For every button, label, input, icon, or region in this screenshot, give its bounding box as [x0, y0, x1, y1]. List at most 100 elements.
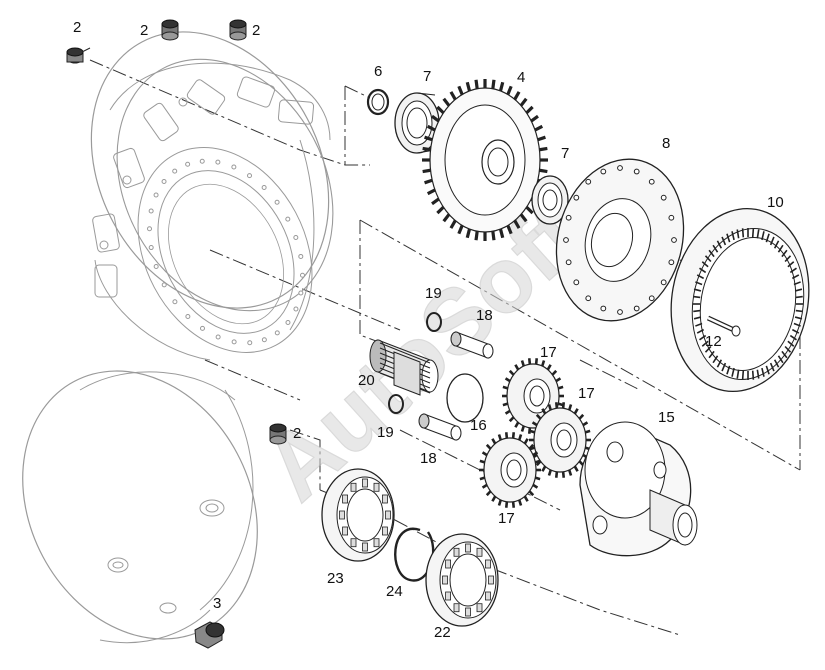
- flange-bolt-hole: [617, 165, 623, 171]
- gear-tooth: [457, 85, 464, 96]
- gear-tooth: [537, 135, 546, 142]
- planet-gear-tooth: [511, 501, 516, 508]
- ring-gear-tooth: [773, 359, 780, 368]
- housing-bolt-hole: [298, 253, 304, 259]
- gear-tooth: [491, 79, 496, 89]
- gear-tooth: [442, 97, 451, 107]
- bearing-roller: [465, 543, 471, 553]
- callout-15: 15: [658, 409, 675, 426]
- plug-2-middle: [269, 423, 287, 445]
- ring-gear-tooth: [708, 350, 715, 359]
- gear-tooth: [491, 231, 496, 241]
- gear-tooth: [525, 206, 534, 215]
- gear-tooth: [442, 213, 451, 223]
- ring-gear-tooth: [712, 244, 719, 253]
- flange-bolt-hole: [668, 214, 675, 221]
- flange-bolt-hole: [563, 237, 569, 243]
- plug-2-top-right: [229, 19, 247, 41]
- gear-tooth: [431, 197, 440, 206]
- ring-gear-tooth: [696, 274, 705, 280]
- callout-4: 4: [517, 69, 525, 86]
- flange-bolt-hole: [660, 194, 667, 201]
- gear-tooth: [436, 206, 445, 215]
- housing-bolt-hole: [185, 313, 191, 319]
- bearing-roller: [382, 526, 388, 536]
- planet-gears-17: [479, 358, 591, 508]
- housing-bolt-hole: [215, 334, 221, 340]
- housing-bolt-hole: [261, 185, 267, 191]
- flange-bolt-hole: [600, 305, 607, 312]
- sun-gear-20: [369, 339, 439, 396]
- bearing-roller: [382, 494, 388, 504]
- bearing-roller: [488, 575, 494, 585]
- ring-gear-tooth: [787, 340, 795, 347]
- ring-gear-tooth: [701, 261, 709, 268]
- bearing-roller: [453, 547, 460, 557]
- bearing-roller: [385, 510, 391, 520]
- bearing-roller: [342, 526, 348, 536]
- ring-gear-tooth: [789, 267, 797, 274]
- housing-bolt-hole: [231, 164, 237, 170]
- planet-gear-tooth: [481, 451, 488, 457]
- planet-gear-tooth: [514, 364, 520, 371]
- planet-gear-tooth: [534, 459, 541, 464]
- planet-gear-17: [479, 432, 541, 508]
- gear-tooth: [513, 91, 521, 101]
- gear-tooth: [457, 224, 464, 235]
- planet-gear-tooth: [584, 429, 591, 434]
- hub-housing: [90, 31, 334, 361]
- gear-tooth: [513, 219, 521, 229]
- housing-bolt-holes: [147, 158, 305, 346]
- planet-gear-tooth: [557, 385, 564, 390]
- flange-bolt-hole: [633, 168, 640, 175]
- pin-18-lower: [418, 413, 462, 441]
- planet-gear-17: [502, 358, 564, 434]
- snap-ring-19-lower: [388, 394, 404, 414]
- callout-20: 20: [358, 372, 375, 389]
- ring-gear-tooth: [756, 369, 760, 379]
- planet-gear-tooth: [517, 499, 523, 506]
- ring-gear-tooth: [756, 229, 760, 239]
- ring-gear-tooth: [693, 288, 702, 292]
- flange-bolt-hole: [565, 259, 572, 266]
- gear-tooth: [465, 228, 472, 239]
- planet-gear-tooth: [504, 432, 509, 439]
- planet-carrier-15: [579, 421, 698, 557]
- gear-tooth: [426, 188, 436, 196]
- gear-tooth: [426, 124, 436, 132]
- planet-gear-tooth: [502, 385, 509, 390]
- gear-tooth: [498, 228, 505, 239]
- flange-bolt-hole: [633, 305, 640, 312]
- planet-gear-tooth: [511, 432, 516, 439]
- housing-bolt-hole: [247, 173, 253, 179]
- bearing-roller: [485, 559, 491, 569]
- gear-tooth: [424, 178, 433, 185]
- ring-gear-tooth: [699, 267, 707, 274]
- gear-tooth: [474, 79, 479, 89]
- snap-ring-19-upper: [426, 312, 442, 332]
- callout-17-b: 17: [578, 385, 595, 402]
- bearing-roller: [339, 510, 345, 520]
- ring-gear-tooth: [777, 355, 784, 364]
- planet-gear-hub: [556, 429, 572, 451]
- gear-tooth: [519, 213, 528, 223]
- ring-gear-tooth: [751, 228, 755, 238]
- callout-2-e: 2: [293, 425, 301, 442]
- gear-tooth: [498, 81, 505, 92]
- planet-gear-tooth: [497, 434, 503, 441]
- plug-3: [194, 621, 225, 649]
- gear-tooth: [539, 146, 548, 152]
- gear-tooth: [534, 124, 544, 132]
- ring-gear-tooth: [716, 240, 723, 249]
- gear-tooth: [530, 114, 539, 123]
- planet-gear-tooth: [582, 421, 589, 427]
- planet-gear-hub: [506, 459, 522, 481]
- sun-gear-tooth: [379, 342, 431, 364]
- planet-gear-tooth: [491, 438, 497, 445]
- callout-8: 8: [662, 135, 670, 152]
- planet-gear-tooth: [479, 476, 486, 481]
- ring-gear-tooth: [769, 236, 775, 246]
- gear-tooth: [436, 105, 445, 114]
- callout-17-a: 17: [540, 344, 557, 361]
